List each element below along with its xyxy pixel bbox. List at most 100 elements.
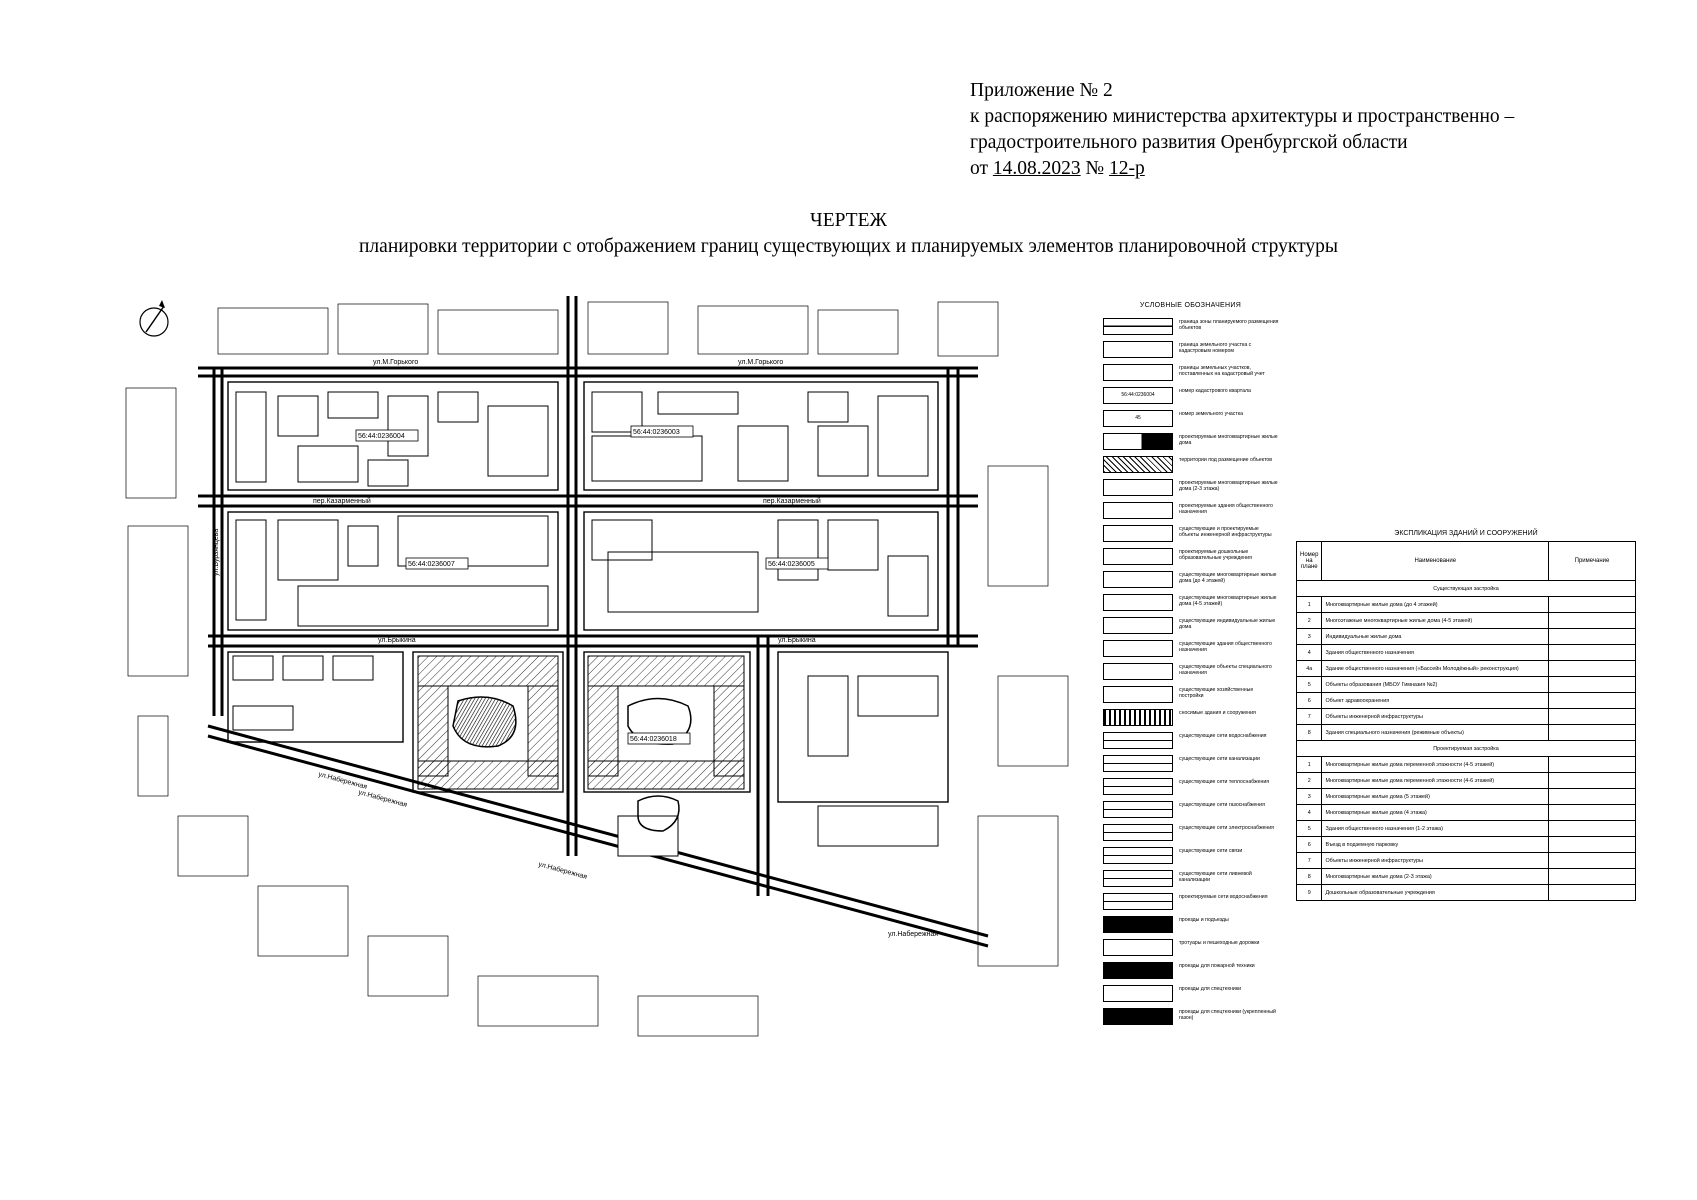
legend-label: существующие сети газоснабжения xyxy=(1179,802,1265,808)
legend-swatch xyxy=(1103,502,1173,519)
appendix-date: 14.08.2023 xyxy=(992,158,1081,179)
row-note xyxy=(1548,708,1636,725)
section-title: Существующая застройка xyxy=(1296,580,1636,597)
row-name: Многоквартирные жилые дома (2-3 этажа) xyxy=(1321,868,1549,885)
row-note xyxy=(1548,884,1636,901)
legend-item: проектируемые здания общественного назна… xyxy=(1103,502,1278,522)
legend-item: территории под размещение объектов xyxy=(1103,456,1278,476)
legend-item: существующие хозяйственные постройки xyxy=(1103,686,1278,706)
legend-label: проектируемые многоквартирные жилые дома xyxy=(1179,434,1278,446)
row-number: 8 xyxy=(1295,724,1323,741)
row-name: Объекты образования (МБОУ Гимназия №2) xyxy=(1321,676,1549,693)
legend-item: проектируемые сети водоснабжения xyxy=(1103,893,1278,913)
row-number: 6 xyxy=(1295,836,1323,853)
legend-label: проезды и подъезды xyxy=(1179,917,1229,923)
explication-table-block: ЭКСПЛИКАЦИЯ ЗДАНИЙ И СООРУЖЕНИЙ Номер на… xyxy=(1295,527,1636,901)
legend-label: существующие многоквартирные жилые дома … xyxy=(1179,572,1277,584)
legend-label: существующие и проектируемые объекты инж… xyxy=(1179,526,1272,538)
legend-label: проезды для пожарной техники xyxy=(1179,963,1255,969)
legend-swatch xyxy=(1103,985,1173,1002)
row-number: 7 xyxy=(1295,708,1323,725)
legend-item: существующие объекты специального назнач… xyxy=(1103,663,1278,683)
row-note xyxy=(1548,724,1636,741)
legend-swatch xyxy=(1103,594,1173,611)
row-note xyxy=(1548,612,1636,629)
row-name: Объекты инженерной инфраструктуры xyxy=(1321,852,1549,869)
legend-item: 45 номер земельного участка xyxy=(1103,410,1278,430)
row-note xyxy=(1548,660,1636,677)
legend-label: проектируемые сети водоснабжения xyxy=(1179,894,1268,900)
appendix-number: 12-р xyxy=(1109,158,1145,179)
cadastral-labels: 56:44:0236004 56:44:0236003 56:44:023600… xyxy=(355,425,829,745)
legend-label: существующие сети связи xyxy=(1179,848,1243,854)
legend-swatch xyxy=(1103,456,1173,473)
row-note xyxy=(1548,644,1636,661)
row-name: Здания общественного назначения xyxy=(1321,644,1549,661)
legend-item: границы земельных участков, поставленных… xyxy=(1103,364,1278,384)
street-label: ул.Брыкина xyxy=(778,637,816,644)
legend-swatch xyxy=(1103,571,1173,588)
legend-item: проектируемые многоквартирные жилые дома xyxy=(1103,433,1278,453)
legend-label: существующие здания общественного назнач… xyxy=(1179,641,1272,653)
legend-label: граница земельного участка с кадастровым… xyxy=(1179,342,1252,354)
row-note xyxy=(1548,820,1636,837)
legend-item: существующие многоквартирные жилые дома … xyxy=(1103,571,1278,591)
legend-header: УСЛОВНЫЕ ОБОЗНАЧЕНИЯ xyxy=(1139,302,1242,309)
legend-label: существующие сети водоснабжения xyxy=(1179,733,1267,739)
cadastral-label: 56:44:0236004 xyxy=(358,433,405,440)
legend-swatch xyxy=(1103,939,1173,956)
row-name: Здание общественного назначения («Бассей… xyxy=(1321,660,1549,677)
legend-swatch xyxy=(1103,318,1173,335)
row-number: 5 xyxy=(1295,820,1323,837)
legend-swatch xyxy=(1103,364,1173,381)
explication-table: Номер на плане Наименование Примечание С… xyxy=(1295,541,1636,901)
col-header-name: Наименование xyxy=(1321,541,1549,581)
legend-item: существующие индивидуальные жилые дома xyxy=(1103,617,1278,637)
row-note xyxy=(1548,628,1636,645)
legend-item: тротуары и пешеходные дорожки xyxy=(1103,939,1278,959)
col-header-num: Номер на плане xyxy=(1295,541,1323,581)
street-network xyxy=(198,296,989,948)
section-row: Проектируемая застройка xyxy=(1296,740,1636,757)
legend-swatch xyxy=(1103,433,1173,450)
row-number: 2 xyxy=(1295,612,1323,629)
row-number: 4а xyxy=(1295,660,1323,677)
legend-label: проезды для спецтехники (укрепленный газ… xyxy=(1179,1009,1276,1021)
row-name: Дошкольные образовательные учреждения xyxy=(1321,884,1549,901)
legend-swatch: 45 xyxy=(1103,410,1173,427)
legend-label: существующие сети ливневой канализации xyxy=(1179,871,1252,883)
row-number: 6 xyxy=(1295,692,1323,709)
legend-swatch xyxy=(1103,686,1173,703)
planning-map-svg: 56:44:0236004 56:44:0236003 56:44:023600… xyxy=(125,296,1069,1037)
number-prefix: № xyxy=(1080,158,1109,179)
legend-label: существующие сети канализации xyxy=(1179,756,1260,762)
legend-swatch xyxy=(1103,870,1173,887)
row-name: Здания специального назначения (режимные… xyxy=(1321,724,1549,741)
row-name: Объекты инженерной инфраструктуры xyxy=(1321,708,1549,725)
row-number: 8 xyxy=(1295,868,1323,885)
legend-label: существующие индивидуальные жилые дома xyxy=(1179,618,1276,630)
row-name: Въезд в подземную парковку xyxy=(1321,836,1549,853)
section-title: Проектируемая застройка xyxy=(1296,740,1636,757)
row-note xyxy=(1548,836,1636,853)
legend-swatch-text: 45 xyxy=(1135,415,1141,421)
legend-item: существующие и проектируемые объекты инж… xyxy=(1103,525,1278,545)
legend-label: территории под размещение объектов xyxy=(1179,457,1273,463)
planning-drawing: 56:44:0236004 56:44:0236003 56:44:023600… xyxy=(118,296,1083,1048)
quarter-blocks xyxy=(227,381,949,803)
legend-label: номер земельного участка xyxy=(1179,411,1244,417)
legend-item: существующие сети газоснабжения xyxy=(1103,801,1278,821)
street-label: ул.М.Горького xyxy=(373,359,418,366)
legend-item: проезды для пожарной техники xyxy=(1103,962,1278,982)
appendix-line-2: к распоряжению министерства архитектуры … xyxy=(970,106,1515,127)
legend-swatch xyxy=(1103,962,1173,979)
row-number: 4 xyxy=(1295,804,1323,821)
row-note xyxy=(1548,692,1636,709)
row-note xyxy=(1548,804,1636,821)
